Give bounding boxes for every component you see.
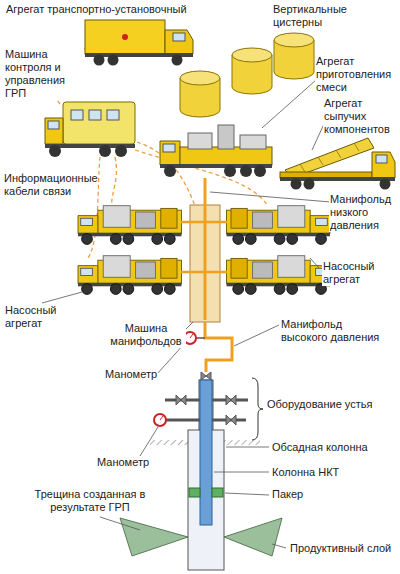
callout-label: Обсадная колонна (271, 441, 369, 454)
transport-truck (108, 55, 119, 66)
manifold (205, 322, 232, 372)
wellhead (154, 414, 166, 426)
callout-label: Агрегат сыпучих компонентов (323, 97, 397, 136)
leader-line (272, 544, 286, 548)
bulk-unit (300, 143, 359, 172)
bulk-unit (300, 164, 305, 172)
manifold (204, 178, 207, 320)
callout-label: Продуктивный слой (289, 542, 392, 555)
callout-label: Агрегат транспортно-установочный (5, 3, 188, 16)
control-van (49, 145, 61, 157)
manifold (190, 334, 193, 338)
callout-label: Машина манифольдов (106, 322, 186, 348)
blender-truck (218, 125, 234, 149)
transport-truck (165, 30, 193, 54)
leader-line (262, 80, 316, 128)
leader-line (185, 322, 193, 330)
cable (112, 157, 117, 206)
control-van (107, 110, 119, 120)
packer (212, 488, 223, 497)
wellhead (160, 416, 163, 420)
callout-label: Машина контроля и управления ГРП (4, 48, 84, 100)
callout-label: Агрегат приготовления смеси (315, 55, 397, 94)
callout-label: Манометр (96, 456, 150, 469)
control-van (115, 145, 127, 157)
control-van (63, 102, 135, 144)
callout-label: Информационные кабели связи (3, 172, 97, 198)
transport-truck (94, 55, 105, 66)
callout-label: Насосный агрегат (322, 260, 390, 286)
transport-truck (173, 33, 185, 41)
leader-line (226, 447, 269, 448)
bulk-unit (354, 143, 359, 151)
bulk-unit (291, 179, 302, 190)
transport-truck (122, 34, 128, 40)
blender-truck (160, 164, 272, 168)
illustration (227, 256, 331, 295)
callout-label: Трещина созданная в результате ГРП (30, 488, 150, 514)
blender-truck (180, 147, 272, 165)
leader-line (42, 292, 82, 303)
bulk-unit (380, 179, 391, 190)
control-van (99, 145, 111, 157)
callout-label: Насосный агрегат (4, 304, 72, 330)
transport-truck (172, 55, 183, 66)
leader-line (225, 493, 269, 495)
leader-line (310, 258, 319, 268)
illustration (274, 33, 314, 79)
bulk-unit (372, 152, 395, 178)
blender-truck (254, 165, 266, 177)
leader-line (214, 472, 269, 473)
callout-label: Вертикальные цистерны (272, 3, 364, 29)
leader-line (140, 427, 158, 456)
leader-line (210, 192, 331, 202)
control-van (89, 110, 101, 120)
control-van (48, 121, 59, 129)
bulk-unit (336, 150, 341, 158)
transport-truck (85, 20, 193, 66)
blender-truck (240, 135, 266, 149)
illustration (180, 71, 220, 117)
fracture (224, 518, 282, 556)
packer (189, 488, 200, 497)
tubing (200, 380, 212, 525)
blender-truck (224, 165, 236, 177)
manifold (181, 222, 227, 272)
manifold (181, 178, 232, 372)
wellhead (176, 395, 186, 405)
fracture (120, 518, 188, 556)
bulk-unit (280, 138, 395, 190)
transport-truck (85, 20, 165, 54)
callout-label: Манометр (104, 368, 158, 381)
callout-label: Манифольд высокого давления (280, 318, 392, 344)
callout-label: Пакер (271, 488, 304, 501)
wellhead (226, 395, 236, 405)
callout-label: Оборудование устья (266, 398, 373, 411)
illustration (227, 206, 331, 245)
wellhead (226, 415, 236, 425)
control-van (45, 118, 63, 144)
blender-truck (160, 125, 272, 177)
leader-line (100, 517, 140, 530)
control-van (45, 102, 135, 157)
blender-truck (160, 141, 180, 165)
illustration (232, 48, 272, 94)
bulk-unit (376, 155, 387, 163)
blender-truck (240, 165, 252, 177)
illustration (78, 256, 182, 295)
blender-truck (188, 133, 212, 149)
leader-line (234, 325, 279, 346)
bulk-unit (304, 179, 315, 190)
blender-truck (163, 144, 175, 152)
callout-label: Колонна НКТ (271, 466, 340, 479)
callout-label: Манифольд низкого давления (329, 193, 397, 232)
control-van (71, 110, 83, 120)
illustration (78, 206, 182, 245)
manifold (196, 337, 205, 339)
wellhead (201, 372, 211, 380)
bracket (252, 378, 263, 440)
blender-truck (164, 165, 176, 177)
bulk-unit (318, 157, 323, 165)
